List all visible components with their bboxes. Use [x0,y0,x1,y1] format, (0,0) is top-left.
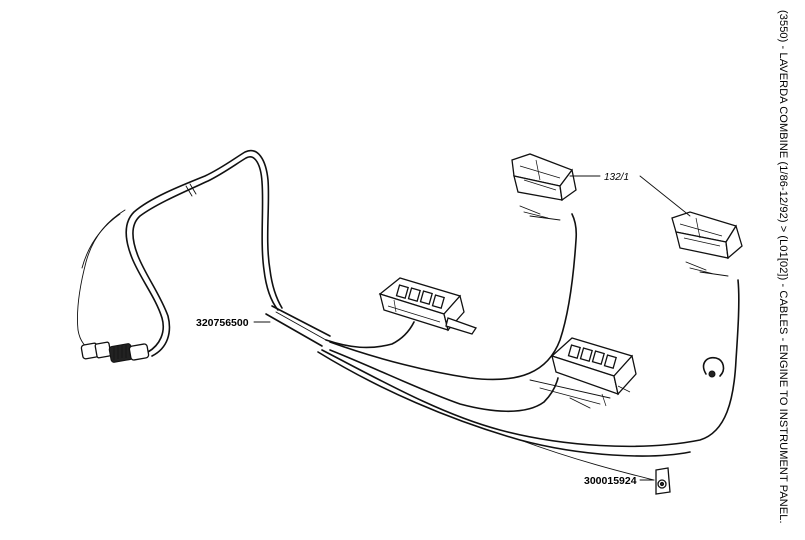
switch-top-right-a [511,153,577,221]
leader-132-1 [569,175,691,217]
harness-sheath [265,305,331,347]
harness-branches [317,213,740,481]
label-main-harness: 320756500 [196,317,249,329]
cable-clip [655,467,671,495]
switch-top-right-b [671,211,743,277]
round-connector [80,341,150,363]
label-switch-pair: 132/1 [604,172,629,183]
ring-clip [702,356,725,378]
diagram-title: (3550) - LAVERDA COMBINE (1/86-12/92) > … [777,10,789,524]
main-cable-loop [125,149,283,357]
switch-block-center [378,277,478,335]
left-sensor-cable [77,209,126,351]
label-clip: 300015924 [584,475,637,487]
switch-block-lower [529,337,637,409]
